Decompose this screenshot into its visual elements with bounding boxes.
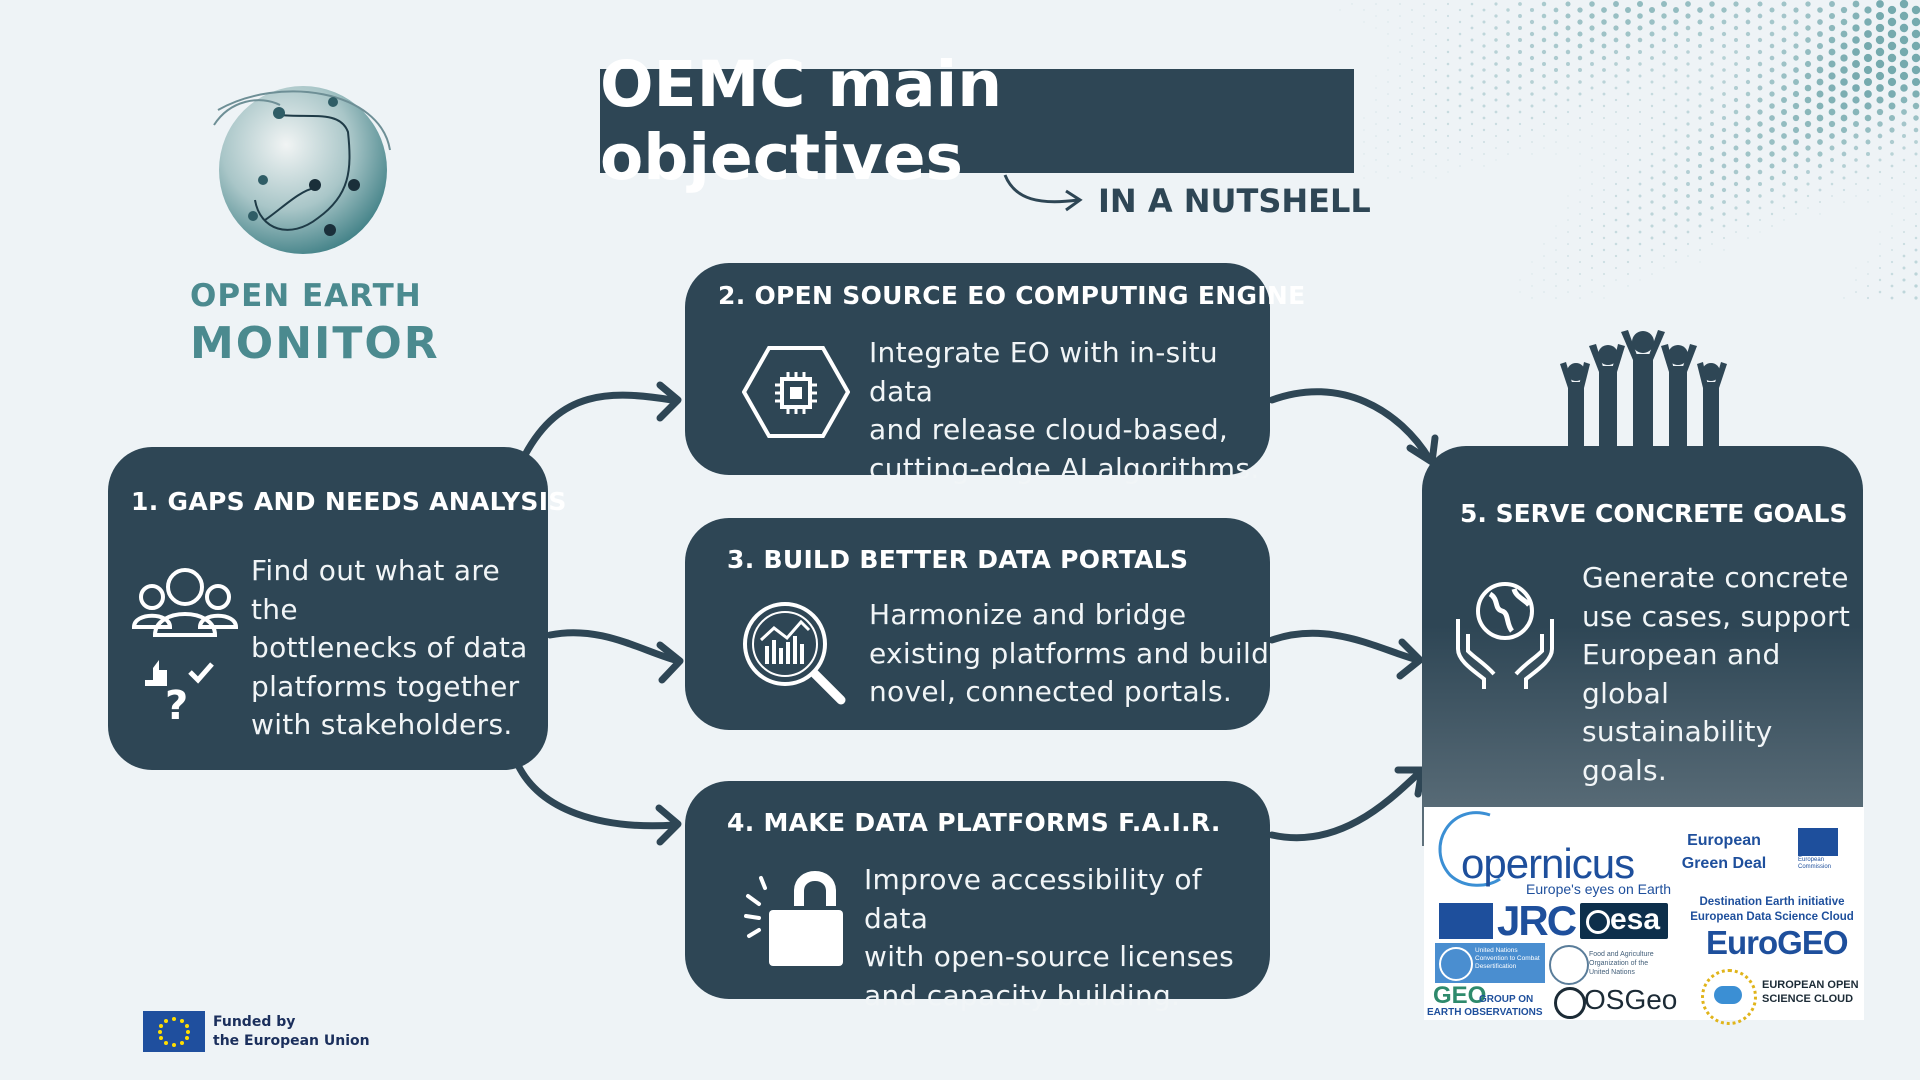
step-card-3: 3. BUILD BETTER DATA PORTALS Harmonize a… bbox=[685, 518, 1270, 730]
fao-line: Food and Agriculture bbox=[1589, 951, 1654, 958]
funding-line: the European Union bbox=[213, 1033, 370, 1049]
partner-logos-panel: opernicus Europe's eyes on Earth Europea… bbox=[1424, 807, 1864, 1025]
logo-text-line1: OPEN EARTH bbox=[190, 278, 422, 314]
green-deal-logo: European Green Deal bbox=[1676, 829, 1772, 875]
european-commission-line: European bbox=[1798, 857, 1825, 863]
chip-icon bbox=[742, 346, 850, 438]
fao-line: Organization of the bbox=[1589, 960, 1649, 967]
european-commission-line: Commission bbox=[1798, 864, 1832, 870]
eu-flag-icon bbox=[143, 1011, 205, 1052]
step-title: 2. OPEN SOURCE EO COMPUTING ENGINE bbox=[718, 281, 1306, 310]
arrow-1-to-2 bbox=[521, 391, 676, 459]
step-description-line: platforms together bbox=[251, 669, 520, 703]
step-description-line: European and global bbox=[1582, 638, 1781, 710]
step-title: 1. GAPS AND NEEDS ANALYSIS bbox=[131, 487, 567, 516]
step-description-line: Harmonize and bridge bbox=[869, 598, 1187, 631]
fao-text: Food and Agriculture Organization of the… bbox=[1589, 950, 1654, 977]
copernicus-logo: opernicus bbox=[1461, 840, 1635, 887]
page-subtitle: IN A NUTSHELL bbox=[1098, 182, 1371, 220]
green-deal-line: Green Deal bbox=[1681, 855, 1767, 872]
un-line: Convention to Combat bbox=[1475, 955, 1540, 962]
eosc-line: SCIENCE CLOUD bbox=[1762, 993, 1854, 1005]
open-lock-icon bbox=[744, 871, 843, 966]
un-text: United Nations Convention to Combat Dese… bbox=[1475, 947, 1540, 971]
step-description-line: with open-source licenses bbox=[864, 940, 1234, 973]
eu-flag-icon bbox=[1798, 828, 1838, 856]
destination-earth-text: Destination Earth initiative European Da… bbox=[1680, 895, 1864, 925]
step-description-line: novel, connected portals. bbox=[869, 675, 1233, 708]
step-description-line: bottlenecks of data bbox=[251, 631, 528, 664]
step-description: Integrate EO with in-situ data and relea… bbox=[869, 334, 1270, 488]
un-ccd-logo: United Nations Convention to Combat Dese… bbox=[1435, 943, 1545, 983]
step-description-line: cutting-edge AI algorithms. bbox=[869, 451, 1260, 485]
step-description-line: Generate concrete bbox=[1582, 561, 1849, 594]
step-card-1: 1. GAPS AND NEEDS ANALYSIS Find out what… bbox=[108, 447, 566, 770]
geo-earth-observations-text: EARTH OBSERVATIONS bbox=[1427, 1007, 1543, 1018]
step-title: 5. SERVE CONCRETE GOALS bbox=[1460, 499, 1848, 528]
logo-text-line2: MONITOR bbox=[190, 318, 440, 369]
step-description-line: and release cloud-based, bbox=[869, 413, 1229, 446]
european-commission-logo: European Commission bbox=[1798, 857, 1831, 871]
arrow-2-to-5 bbox=[1268, 388, 1434, 464]
funding-statement: Funded by the European Union bbox=[213, 1013, 370, 1051]
geo-logo: GEO bbox=[1433, 982, 1487, 1009]
fao-line: United Nations bbox=[1589, 969, 1635, 976]
globe-hands-icon bbox=[1456, 582, 1554, 689]
eosc-star-icon bbox=[1701, 969, 1757, 1025]
osgeo-compass-icon bbox=[1554, 987, 1586, 1019]
copernicus-c-logo bbox=[1438, 811, 1501, 887]
step-description: Generate concrete use cases, support Eur… bbox=[1582, 559, 1863, 790]
open-earth-monitor-logo bbox=[213, 86, 391, 254]
eosc-text: EUROPEAN OPEN SCIENCE CLOUD bbox=[1762, 978, 1859, 1006]
eosc-line: EUROPEAN OPEN bbox=[1762, 979, 1859, 991]
step-card-2: 2. OPEN SOURCE EO COMPUTING ENGINE Integ… bbox=[685, 263, 1305, 485]
step-description: Harmonize and bridge existing platforms … bbox=[869, 596, 1269, 712]
svg-text:?: ? bbox=[165, 683, 188, 722]
esa-circle-icon bbox=[1586, 910, 1610, 934]
step-description-line: Find out what are the bbox=[251, 554, 501, 626]
step-description-line: and capacity building. bbox=[864, 978, 1181, 1012]
un-emblem-icon bbox=[1439, 947, 1473, 981]
un-line: United Nations bbox=[1475, 947, 1518, 954]
step-card-5: 5. SERVE CONCRETE GOALS Generate concret… bbox=[1422, 446, 1863, 846]
step-description-line: Improve accessibility of data bbox=[864, 863, 1202, 935]
funding-line: Funded by bbox=[213, 1014, 296, 1030]
step-title: 3. BUILD BETTER DATA PORTALS bbox=[727, 545, 1189, 574]
esa-text: esa bbox=[1610, 903, 1661, 936]
osgeo-logo: OSGeo bbox=[1584, 984, 1678, 1015]
jrc-logo: JRC bbox=[1497, 897, 1577, 944]
step-description-line: with stakeholders. bbox=[251, 708, 513, 741]
destination-earth-line: Destination Earth initiative bbox=[1699, 896, 1845, 908]
step-description: Find out what are the bottlenecks of dat… bbox=[251, 552, 548, 745]
arrow-1-to-3 bbox=[546, 629, 679, 664]
people-cheering-icon bbox=[1560, 330, 1727, 448]
eurogeo-logo: EuroGEO bbox=[1706, 924, 1849, 961]
step-description-line: use cases, support bbox=[1582, 599, 1851, 633]
curved-arrow-icon bbox=[1003, 174, 1083, 212]
eu-flag-icon bbox=[1439, 903, 1493, 939]
step-title: 4. MAKE DATA PLATFORMS F.A.I.R. bbox=[727, 808, 1221, 837]
step-description: Improve accessibility of data with open-… bbox=[864, 861, 1270, 1015]
eosc-cloud-icon bbox=[1714, 986, 1742, 1004]
copernicus-tagline: Europe's eyes on Earth bbox=[1526, 881, 1672, 897]
step-description-line: existing platforms and build bbox=[869, 636, 1270, 670]
esa-logo: esa bbox=[1580, 903, 1668, 939]
arrow-1-to-4 bbox=[514, 761, 679, 830]
analytics-magnifier-icon bbox=[743, 602, 846, 705]
geo-group-text: GROUP ON bbox=[1479, 994, 1534, 1005]
destination-earth-line: European Data Science Cloud bbox=[1690, 911, 1854, 923]
stakeholders-icon: ? bbox=[131, 568, 239, 722]
arrow-4-to-5 bbox=[1268, 768, 1424, 842]
green-deal-line: European bbox=[1687, 832, 1761, 849]
arrow-3-to-5 bbox=[1268, 629, 1422, 664]
step-card-4: 4. MAKE DATA PLATFORMS F.A.I.R. Improve … bbox=[685, 781, 1270, 1012]
step-description-line: Integrate EO with in-situ data bbox=[869, 336, 1218, 408]
un-line: Desertification bbox=[1475, 963, 1517, 970]
step-description-line: sustainability goals. bbox=[1582, 715, 1773, 787]
fao-emblem-icon bbox=[1549, 945, 1589, 985]
